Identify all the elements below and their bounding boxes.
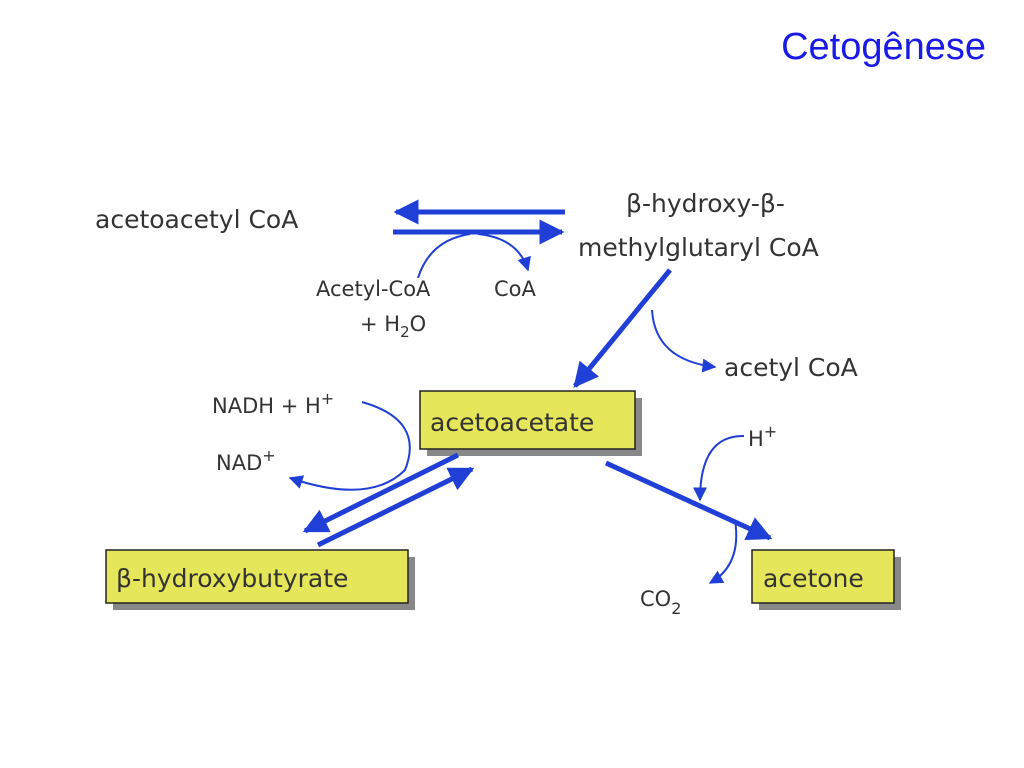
- acetoacetate-label: acetoacetate: [430, 408, 594, 437]
- acetoacetyl-coa-label: acetoacetyl CoA: [95, 205, 298, 234]
- diagram-svg: acetoacetyl CoA β-hydroxy-β- methylgluta…: [95, 189, 901, 618]
- arrow-h-plus-in: [693, 434, 745, 502]
- acetyl-coa-h2o-label-line2: + H2O: [360, 312, 426, 341]
- acetone-box: acetone: [751, 549, 901, 610]
- arrow-acetyl-coa-h2o-in: [417, 233, 471, 279]
- hmg-coa-label-line2: methylglutaryl CoA: [578, 233, 819, 262]
- hmg-coa-label-line1: β-hydroxy-β-: [626, 189, 785, 218]
- arrow-hydroxybutyrate-to-acetoacetate: [316, 466, 475, 548]
- coa-label: CoA: [494, 277, 537, 301]
- co2-label: CO2: [640, 587, 681, 618]
- beta-hydroxybutyrate-box: β-hydroxybutyrate: [105, 549, 415, 610]
- arrow-hmg-to-acetoacetate: [573, 268, 672, 388]
- arrow-coa-out: [477, 233, 531, 272]
- acetyl-coa-label: acetyl CoA: [724, 353, 858, 382]
- beta-hydroxybutyrate-label: β-hydroxybutyrate: [116, 564, 348, 593]
- nad-label: NAD+: [216, 446, 276, 475]
- arrow-acetyl-coa-out: [651, 309, 717, 373]
- acetone-label: acetone: [763, 564, 864, 593]
- h-plus-label: H+: [748, 422, 777, 451]
- ketogenesis-diagram: acetoacetyl CoA β-hydroxy-β- methylgluta…: [0, 178, 1024, 680]
- arrow-co2-out: [708, 519, 738, 584]
- nadh-h-label: NADH + H+: [212, 389, 334, 418]
- arrow-acetoacetate-to-hydroxybutyrate: [302, 452, 460, 534]
- acetoacetate-box: acetoacetate: [419, 390, 642, 456]
- arrow-nadh-cofactor: [288, 401, 411, 491]
- slide-title: Cetogênese: [781, 26, 986, 68]
- acetyl-coa-h2o-label-line1: Acetyl-CoA: [316, 277, 431, 301]
- arrow-acetoacetate-to-acetone: [604, 460, 773, 541]
